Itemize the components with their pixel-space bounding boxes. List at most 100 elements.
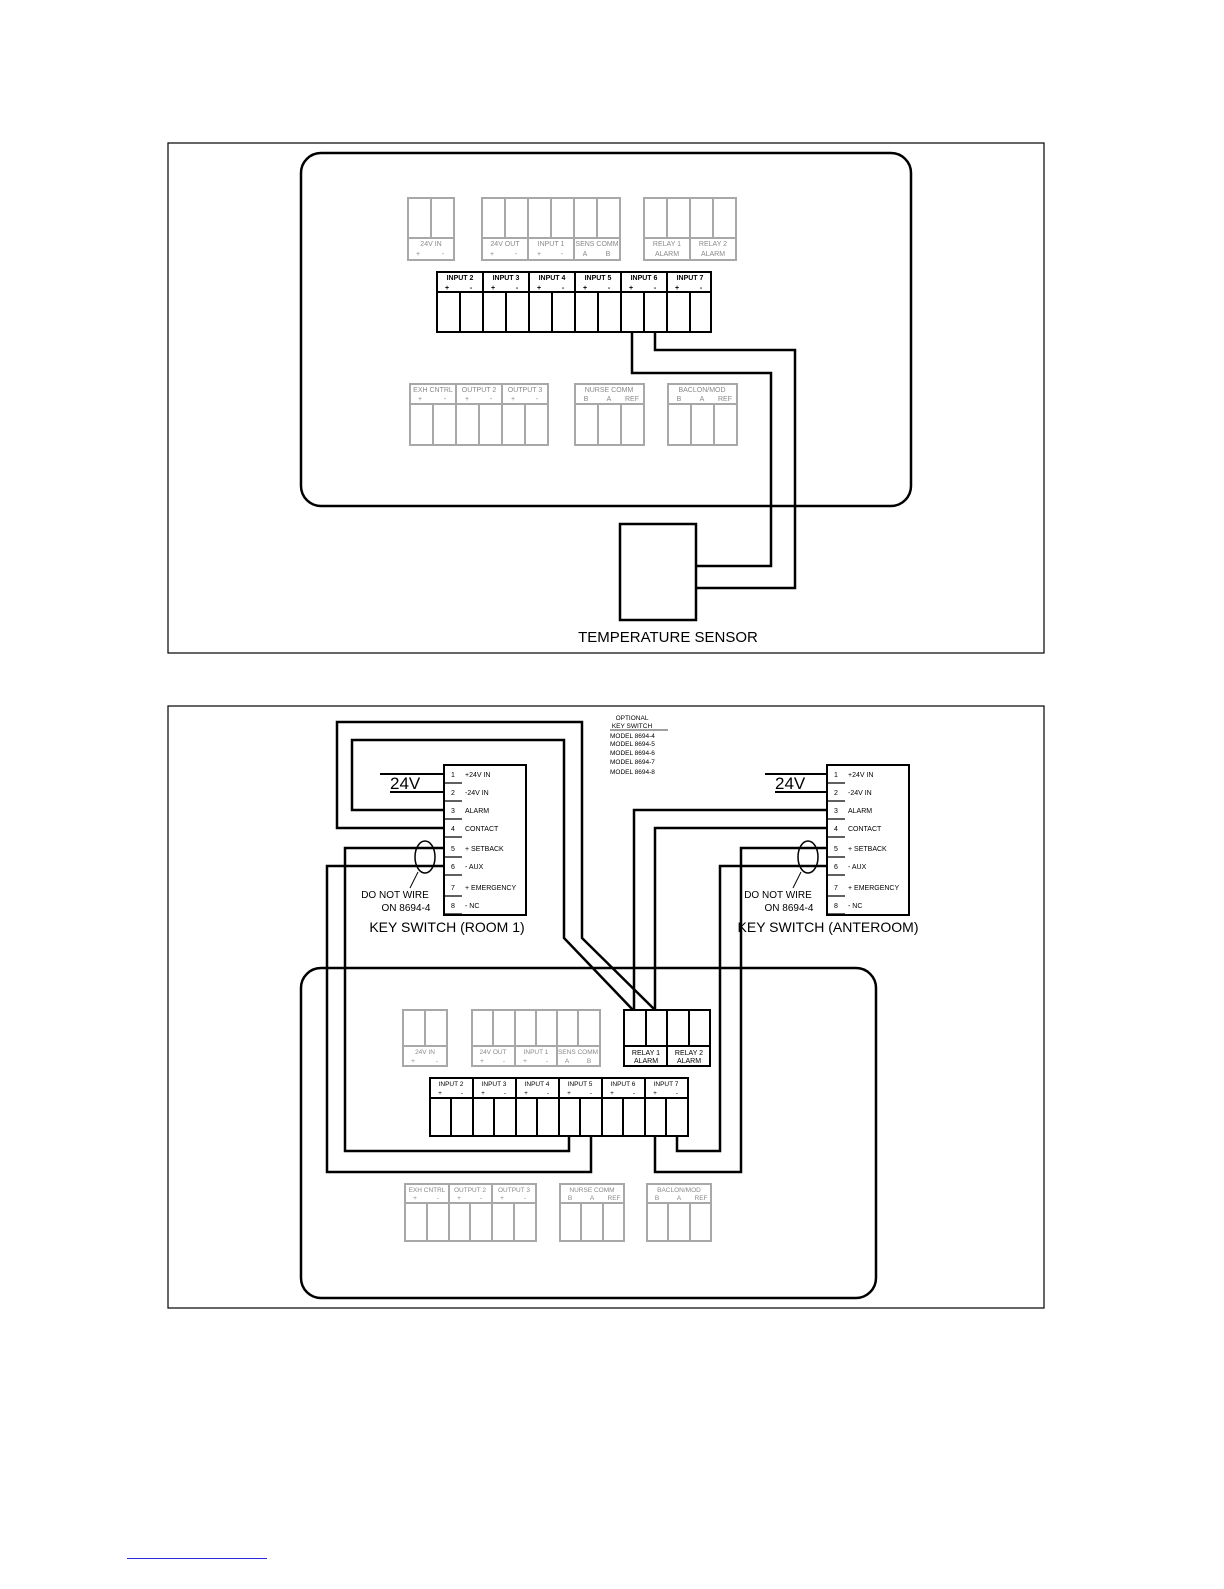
- label-input-2: INPUT 2: [447, 275, 474, 282]
- pin: +: [416, 251, 420, 258]
- input-terminal-labels: INPUT 2 INPUT 3 INPUT 4 INPUT 5 INPUT 6 …: [445, 275, 704, 292]
- pin: B: [606, 251, 611, 258]
- relay-block-2: [623, 1009, 711, 1067]
- top-terminal-row-2: [402, 1009, 601, 1067]
- label-exh-cntrl: EXH CNTRL: [409, 1187, 446, 1194]
- key-switch-wires: [325, 720, 827, 1174]
- label-output-2: OUTPUT 2: [462, 387, 497, 394]
- note-do-not-wire: DO NOT WIRE: [361, 890, 429, 901]
- label-input-3: INPUT 3: [493, 275, 520, 282]
- optional-subtitle: KEY SWITCH: [612, 723, 653, 730]
- label-24v-in: 24V IN: [415, 1049, 435, 1056]
- key-switch-room-1: 1 +24V IN 2 -24V IN 3 ALARM 4 CONTACT 5 …: [361, 764, 527, 935]
- terminal-label: - NC: [848, 903, 862, 910]
- key-switch-room-1-title: KEY SWITCH (ROOM 1): [369, 919, 524, 935]
- pin: -: [436, 1058, 438, 1065]
- relay-labels-2: RELAY 1 ALARM RELAY 2 ALARM: [632, 1050, 703, 1065]
- temperature-sensor: [618, 522, 698, 622]
- pin: A: [700, 396, 705, 403]
- note-do-not-wire: DO NOT WIRE: [744, 890, 812, 901]
- terminal-label: CONTACT: [465, 826, 499, 833]
- terminal-num: 5: [834, 846, 838, 853]
- terminal-num: 5: [451, 846, 455, 853]
- pin: -: [515, 251, 518, 258]
- terminal-label: +24V IN: [465, 772, 491, 779]
- terminal-num: 7: [451, 885, 455, 892]
- pin: +: [411, 1058, 415, 1065]
- label-alarm: ALARM: [701, 251, 725, 258]
- pin: +: [567, 1090, 571, 1097]
- pin: -: [547, 1090, 549, 1097]
- pin: -: [608, 285, 611, 292]
- label-relay-2: RELAY 2: [675, 1050, 703, 1057]
- voltage-label-anteroom: 24V: [775, 774, 806, 793]
- pin: -: [654, 285, 657, 292]
- sensor-label: TEMPERATURE SENSOR: [578, 629, 758, 646]
- pin: -: [480, 1195, 482, 1202]
- label-relay-1: RELAY 1: [632, 1050, 660, 1057]
- pin: REF: [608, 1195, 621, 1202]
- terminal-label: -24V IN: [848, 790, 872, 797]
- pin: +: [610, 1090, 614, 1097]
- pin: +: [523, 1058, 527, 1065]
- note-on-model: ON 8694-4: [382, 903, 431, 914]
- terminal-num: 3: [834, 808, 838, 815]
- voltage-label-room-1: 24V: [390, 774, 421, 793]
- label-24v-out: 24V OUT: [490, 241, 520, 248]
- pin: -: [676, 1090, 678, 1097]
- pin: B: [587, 1058, 591, 1065]
- pin: REF: [625, 396, 639, 403]
- controller-housing-2: [299, 966, 878, 1300]
- bottom-terminal-labels: EXH CNTRL + - OUTPUT 2 + - OUTPUT 3 + - …: [413, 387, 732, 403]
- pin: B: [584, 396, 589, 403]
- do-not-wire-marker: [797, 840, 819, 874]
- terminal-num: 3: [451, 808, 455, 815]
- pin: +: [465, 396, 469, 403]
- terminal-label: -24V IN: [465, 790, 489, 797]
- input-terminal-labels-2: INPUT 2 INPUT 3 INPUT 4 INPUT 5 INPUT 6 …: [438, 1081, 679, 1097]
- pin: REF: [695, 1195, 708, 1202]
- terminal-num: 7: [834, 885, 838, 892]
- label-alarm: ALARM: [655, 251, 679, 258]
- pin: B: [677, 396, 682, 403]
- pin: +: [511, 396, 515, 403]
- pin: +: [537, 251, 541, 258]
- optional-title: OPTIONAL: [616, 715, 649, 722]
- label-input-5: INPUT 5: [568, 1081, 593, 1088]
- terminal-label: - AUX: [465, 864, 484, 871]
- pin: +: [583, 285, 587, 292]
- pin: -: [536, 396, 539, 403]
- pin: A: [607, 396, 612, 403]
- terminal-label: ALARM: [848, 808, 872, 815]
- label-input-7: INPUT 7: [654, 1081, 679, 1088]
- label-24v-out: 24V OUT: [479, 1049, 506, 1056]
- label-input-3: INPUT 3: [482, 1081, 507, 1088]
- terminal-num: 1: [834, 772, 838, 779]
- pin: +: [490, 251, 494, 258]
- pin: +: [457, 1195, 461, 1202]
- label-exh-cntrl: EXH CNTRL: [413, 387, 453, 394]
- pin: +: [653, 1090, 657, 1097]
- label-sens-comm: SENS COMM: [558, 1049, 598, 1056]
- model-line: MODEL 8694-8: [610, 769, 655, 776]
- terminal-num: 8: [451, 903, 455, 910]
- diagram-1-frame: [167, 142, 1045, 654]
- pin: -: [504, 1090, 506, 1097]
- pin: -: [524, 1195, 526, 1202]
- terminal-label: - AUX: [848, 864, 867, 871]
- label-baclon-mod: BACLON/MOD: [657, 1187, 701, 1194]
- input-terminal-block: [436, 271, 712, 333]
- terminal-label: - NC: [465, 903, 479, 910]
- label-input-2: INPUT 2: [439, 1081, 464, 1088]
- note-on-model: ON 8694-4: [765, 903, 814, 914]
- label-input-5: INPUT 5: [585, 275, 612, 282]
- model-line: MODEL 8694-5: [610, 741, 655, 748]
- pin: REF: [718, 396, 732, 403]
- optional-key-switch-note: OPTIONAL KEY SWITCH MODEL 8694-4 MODEL 8…: [610, 715, 668, 776]
- terminal-label: ALARM: [465, 808, 489, 815]
- pin: -: [490, 396, 493, 403]
- label-input-4: INPUT 4: [539, 275, 566, 282]
- terminal-num: 2: [451, 790, 455, 797]
